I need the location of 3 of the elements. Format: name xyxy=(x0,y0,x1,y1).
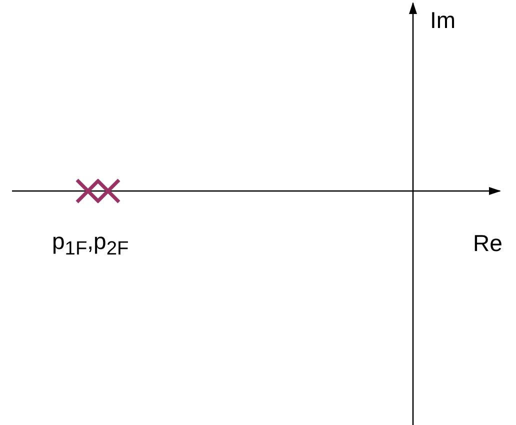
axis-label: Re xyxy=(473,232,502,255)
pole-label: p$_{1F}$,p$_{2F}$ xyxy=(52,230,129,259)
axis-label: Im xyxy=(430,9,456,32)
